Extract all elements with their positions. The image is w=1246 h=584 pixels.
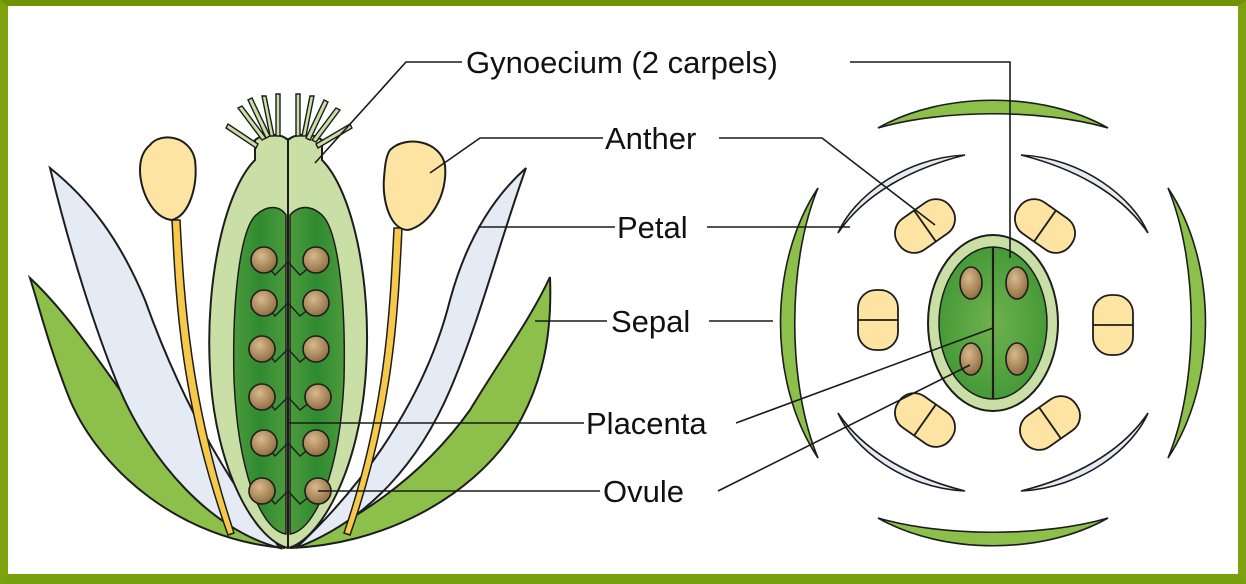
ovule (1006, 343, 1028, 375)
ovule (251, 430, 277, 456)
ovule (303, 247, 329, 273)
ovule (1006, 267, 1028, 299)
label-placenta: Placenta (586, 406, 707, 441)
ovule (960, 267, 982, 299)
ovule (251, 247, 277, 273)
ovule (251, 290, 277, 316)
ovule (303, 430, 329, 456)
ovule (303, 290, 329, 316)
label-gynoecium: Gynoecium (2 carpels) (466, 45, 778, 80)
longitudinal-section (30, 94, 550, 548)
ovule (249, 478, 275, 504)
anther-right (384, 142, 446, 230)
cross-section (781, 100, 1206, 546)
ovule (305, 384, 331, 410)
label-anther: Anther (605, 121, 696, 156)
ovule (249, 384, 275, 410)
labels: Gynoecium (2 carpels) Anther Petal Sepal… (466, 45, 778, 509)
ovule (249, 336, 275, 362)
ovule (960, 343, 982, 375)
label-ovule: Ovule (603, 474, 684, 509)
ovule (303, 336, 329, 362)
label-sepal: Sepal (611, 304, 690, 339)
leader-anther (719, 138, 935, 225)
label-petal: Petal (617, 210, 688, 245)
anther-left (140, 137, 196, 220)
